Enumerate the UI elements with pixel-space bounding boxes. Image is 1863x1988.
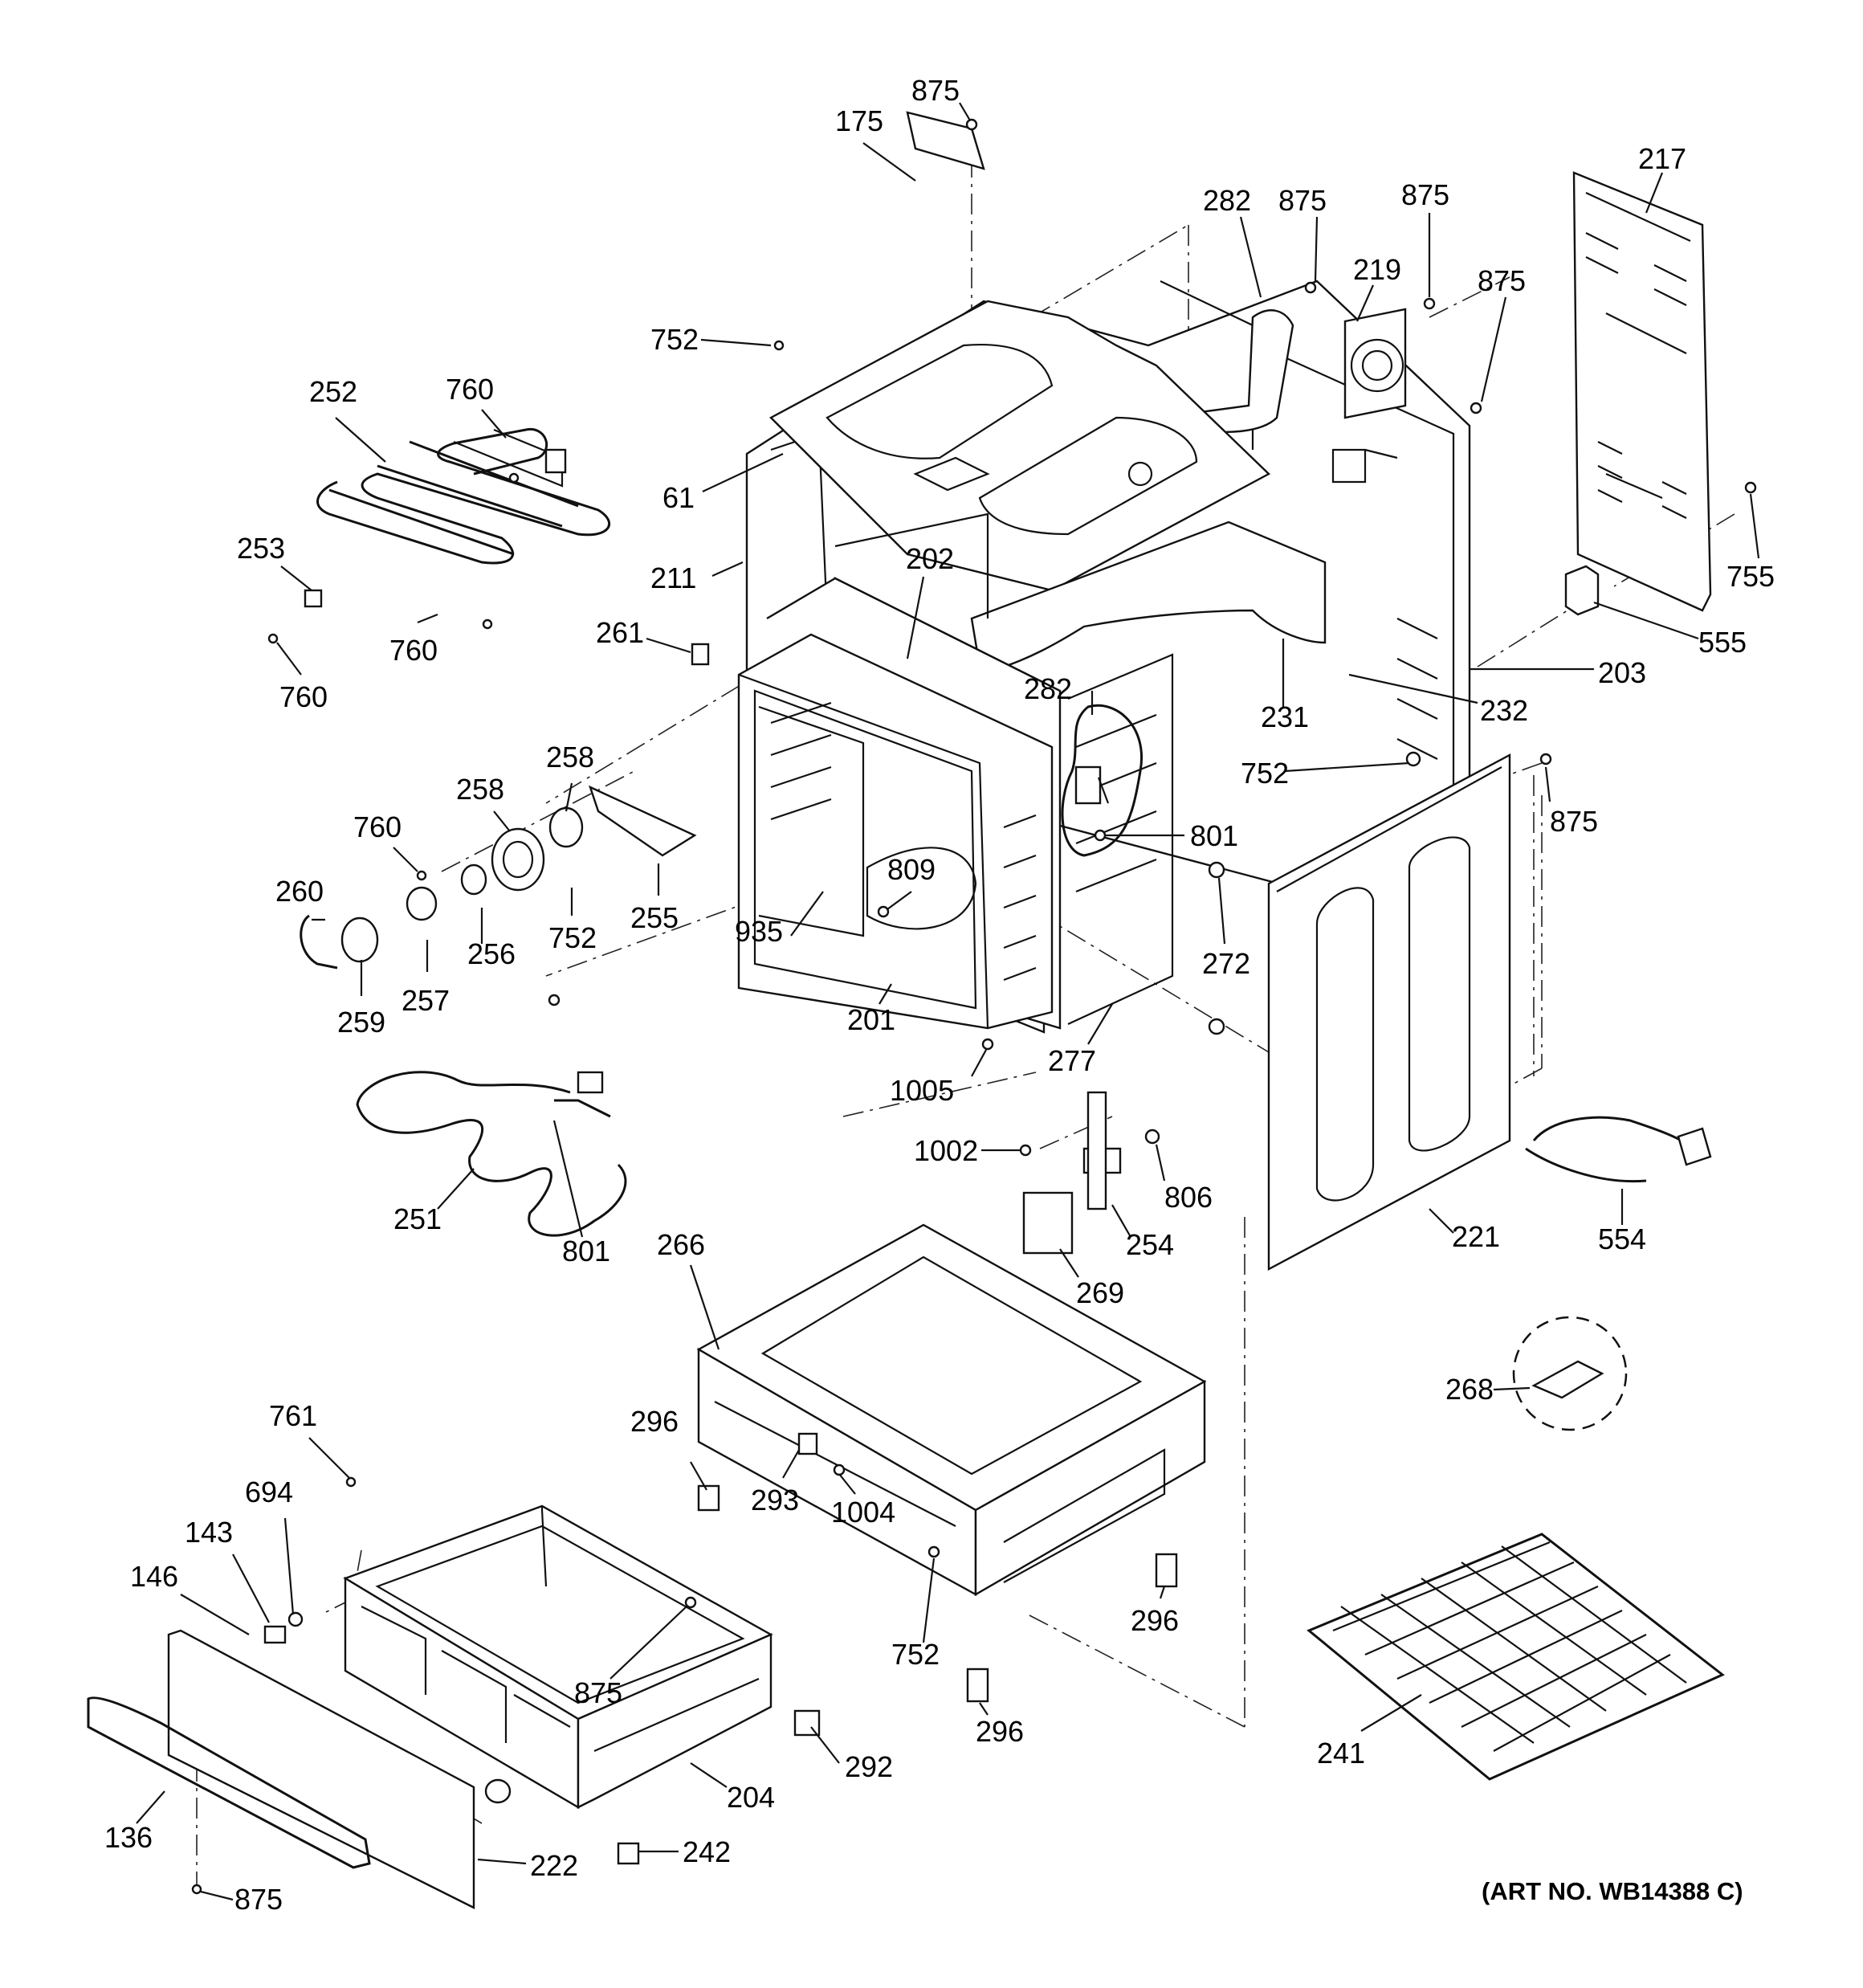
label-211: 211 xyxy=(650,561,696,594)
label-935: 935 xyxy=(735,915,783,948)
label-554: 554 xyxy=(1598,1223,1646,1255)
top-panel xyxy=(769,300,1271,592)
label-875-d: 875 xyxy=(1478,264,1526,297)
hardware xyxy=(191,111,1757,1895)
label-253: 253 xyxy=(237,532,285,565)
detail-circle xyxy=(1512,1316,1628,1431)
label-875-c: 875 xyxy=(1401,178,1449,211)
label-272: 272 xyxy=(1202,947,1250,980)
broil-element xyxy=(316,428,611,565)
label-277: 277 xyxy=(1048,1044,1096,1077)
label-266: 266 xyxy=(657,1228,705,1261)
label-257: 257 xyxy=(402,984,450,1017)
label-760-d: 760 xyxy=(353,810,402,843)
power-cord xyxy=(1525,1116,1712,1183)
label-221: 221 xyxy=(1452,1220,1500,1253)
oven-rack xyxy=(1307,1533,1725,1781)
label-217: 217 xyxy=(1638,142,1686,175)
label-875-e: 875 xyxy=(1550,805,1598,838)
label-251: 251 xyxy=(393,1202,442,1235)
label-806: 806 xyxy=(1164,1181,1213,1214)
label-269: 269 xyxy=(1076,1276,1124,1309)
label-231: 231 xyxy=(1261,700,1309,733)
label-760-b: 760 xyxy=(389,634,438,667)
label-242: 242 xyxy=(683,1835,731,1868)
label-252: 252 xyxy=(309,375,357,408)
terminal-block xyxy=(1564,565,1600,616)
label-146: 146 xyxy=(130,1560,178,1593)
label-260: 260 xyxy=(275,875,324,908)
label-752-base: 752 xyxy=(891,1638,940,1671)
label-293: 293 xyxy=(751,1484,799,1517)
label-255: 255 xyxy=(630,901,679,934)
label-282-top: 282 xyxy=(1203,184,1251,217)
storage-drawer xyxy=(343,1504,773,1810)
label-555: 555 xyxy=(1698,626,1747,659)
label-801-center: 801 xyxy=(1190,819,1238,852)
label-875-bottom: 875 xyxy=(234,1883,283,1916)
label-875-top: 875 xyxy=(911,74,960,107)
label-203: 203 xyxy=(1598,656,1646,689)
art-number: (ART NO. WB14388 C) xyxy=(1482,1877,1743,1905)
bake-element xyxy=(356,1071,627,1237)
label-761: 761 xyxy=(269,1399,317,1432)
drawer-front xyxy=(87,1629,512,1909)
label-143: 143 xyxy=(185,1516,233,1549)
label-760-a: 760 xyxy=(446,373,494,406)
label-268: 268 xyxy=(1445,1373,1494,1406)
label-282-center: 282 xyxy=(1024,672,1072,705)
leader-lines xyxy=(136,102,1760,1901)
label-296-c: 296 xyxy=(976,1715,1024,1748)
side-panel xyxy=(1267,753,1511,1271)
label-254: 254 xyxy=(1126,1228,1174,1261)
label-201: 201 xyxy=(847,1003,895,1036)
label-1002: 1002 xyxy=(914,1134,978,1167)
label-755: 755 xyxy=(1726,560,1775,593)
label-801-lower: 801 xyxy=(562,1235,610,1268)
label-809: 809 xyxy=(887,853,936,886)
label-261: 261 xyxy=(596,616,644,649)
label-296-a: 296 xyxy=(630,1405,679,1438)
label-292: 292 xyxy=(845,1750,893,1783)
label-752-top: 752 xyxy=(650,323,699,356)
label-256: 256 xyxy=(467,937,516,970)
label-259: 259 xyxy=(337,1006,385,1039)
label-258-a: 258 xyxy=(546,741,594,774)
oven-sensor xyxy=(1061,691,1143,857)
label-1005: 1005 xyxy=(890,1074,954,1107)
label-752-right: 752 xyxy=(1241,757,1289,790)
label-202: 202 xyxy=(906,542,954,575)
label-258-b: 258 xyxy=(456,773,504,806)
label-875-b: 875 xyxy=(1278,184,1327,217)
label-136: 136 xyxy=(104,1821,153,1854)
drawer-base xyxy=(696,1223,1207,1597)
oven-liner xyxy=(737,577,1174,1034)
part-labels: 175 875 752 61 211 202 261 282 875 875 2… xyxy=(104,74,1775,1916)
label-241: 241 xyxy=(1317,1737,1365,1770)
label-232: 232 xyxy=(1480,694,1528,727)
label-296-b: 296 xyxy=(1131,1604,1179,1637)
back-cover xyxy=(1572,171,1712,612)
oven-lamp-parts xyxy=(300,785,697,970)
label-694: 694 xyxy=(245,1476,293,1508)
label-752-lamp: 752 xyxy=(548,921,597,954)
label-175: 175 xyxy=(835,104,883,137)
label-61: 61 xyxy=(662,481,695,514)
label-760-c: 760 xyxy=(279,680,328,713)
label-222: 222 xyxy=(530,1849,578,1882)
oven-vent-duct xyxy=(834,512,1327,668)
label-219: 219 xyxy=(1353,253,1401,286)
label-1004: 1004 xyxy=(831,1496,895,1529)
label-875-drawer: 875 xyxy=(574,1676,622,1709)
label-204: 204 xyxy=(727,1781,775,1814)
